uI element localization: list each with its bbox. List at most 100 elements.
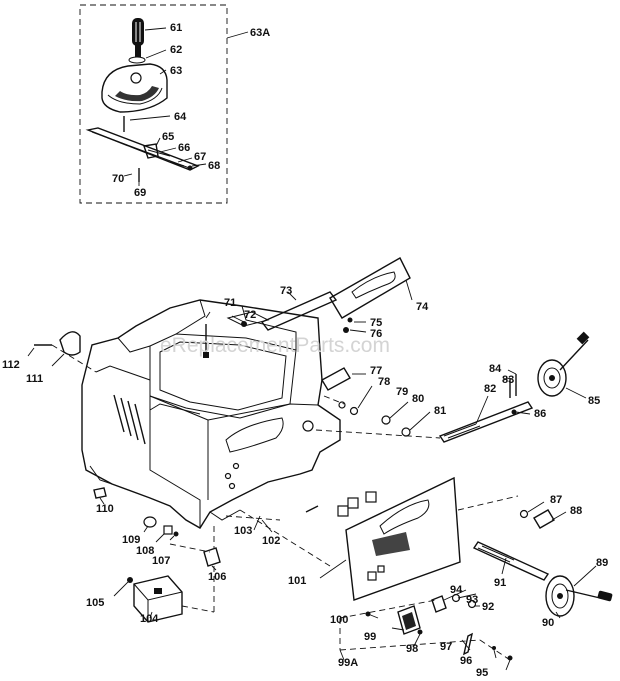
label-99A: 99A — [338, 657, 358, 669]
label-82: 82 — [484, 383, 496, 395]
label-87: 87 — [550, 494, 562, 506]
label-105: 105 — [86, 597, 104, 609]
label-94: 94 — [450, 584, 463, 596]
label-63: 63 — [170, 65, 182, 77]
label-102: 102 — [262, 535, 280, 547]
leader-lines — [27, 279, 597, 671]
part-102-plate-3 — [365, 491, 377, 503]
part-106-clip — [203, 547, 221, 567]
label-107: 107 — [152, 555, 170, 567]
part-73-strip — [260, 291, 338, 331]
label-68: 68 — [208, 160, 220, 172]
label-96: 96 — [460, 655, 472, 667]
label-108: 108 — [136, 545, 154, 557]
label-85: 85 — [588, 395, 600, 407]
label-76: 76 — [370, 328, 382, 340]
label-110: 110 — [96, 503, 114, 515]
label-81: 81 — [434, 405, 446, 417]
label-80: 80 — [412, 393, 424, 405]
label-90: 90 — [542, 617, 554, 629]
inset-label-63A: 63A — [250, 27, 270, 39]
label-79: 79 — [396, 386, 408, 398]
label-93: 93 — [466, 594, 478, 606]
part-79-nut — [349, 406, 359, 416]
label-62: 62 — [170, 44, 182, 56]
label-95: 95 — [476, 667, 488, 679]
saw-base-cabinet — [81, 299, 341, 529]
part-105-screw — [127, 577, 133, 583]
part-86-pin — [511, 409, 517, 415]
label-77: 77 — [370, 365, 382, 377]
label-66: 66 — [178, 142, 190, 154]
label-88: 88 — [570, 505, 582, 517]
part-77-bracket — [321, 367, 351, 391]
inset-dashed-box — [79, 4, 228, 204]
part-81-nut — [401, 427, 411, 437]
part-110-foot — [93, 487, 107, 499]
miter-screw-head — [187, 165, 193, 171]
label-104: 104 — [140, 613, 159, 625]
label-92: 92 — [482, 601, 494, 613]
part-104-switch-box — [133, 575, 183, 623]
part-82-elevation-shaft — [438, 401, 534, 443]
label-61: 61 — [170, 22, 182, 34]
label-72: 72 — [244, 309, 256, 321]
label-73: 73 — [280, 285, 292, 297]
part-109-strain-relief — [143, 516, 157, 528]
watermark-text: eReplacementParts.com — [160, 334, 390, 357]
part-71-screw — [203, 324, 209, 358]
part-76-screw — [343, 327, 349, 333]
label-100: 100 — [330, 614, 348, 626]
label-70: 70 — [112, 173, 124, 185]
label-99: 99 — [364, 631, 376, 643]
part-85-handwheel — [537, 331, 590, 397]
label-103: 103 — [234, 525, 252, 537]
label-65: 65 — [162, 131, 174, 143]
part-111-bracket — [59, 331, 81, 356]
part-75-screw — [347, 317, 353, 323]
label-86: 86 — [534, 408, 546, 420]
inset-miter-gauge-group — [79, 4, 249, 204]
label-101: 101 — [288, 575, 306, 587]
part-72-screw — [241, 321, 247, 327]
miter-clip — [143, 143, 171, 159]
part-91-bevel-shaft — [472, 541, 550, 581]
part-87-nut — [519, 509, 529, 519]
label-75: 75 — [370, 317, 382, 329]
label-91: 91 — [494, 577, 506, 589]
label-67: 67 — [194, 151, 206, 163]
label-64: 64 — [174, 111, 187, 123]
part-90-handwheel — [545, 575, 613, 617]
part-78-washer — [338, 401, 346, 409]
label-83: 83 — [502, 374, 514, 386]
part-88-clamp — [533, 509, 555, 529]
part-80-nut — [381, 415, 391, 425]
label-106: 106 — [208, 571, 226, 583]
part-108-clamp — [163, 525, 173, 535]
part-102-plate — [337, 505, 349, 517]
label-84: 84 — [489, 363, 502, 375]
part-102-plate-2 — [347, 497, 359, 509]
label-109: 109 — [122, 534, 140, 546]
miter-screw — [169, 161, 185, 167]
label-111: 111 — [26, 373, 43, 385]
part-99-switch — [397, 605, 421, 635]
label-97: 97 — [440, 641, 452, 653]
miter-washer — [128, 56, 146, 64]
part-97-key — [462, 632, 474, 656]
label-112: 112 — [2, 359, 20, 371]
part-92-nut — [467, 599, 477, 609]
label-98: 98 — [406, 643, 418, 655]
label-78: 78 — [378, 376, 390, 388]
part-labels: 63A 61 62 63 64 65 66 67 68 69 70 71 72 … — [2, 22, 608, 679]
label-89: 89 — [596, 557, 608, 569]
miter-gauge-body — [101, 63, 168, 113]
part-101-front-panel — [345, 476, 461, 601]
part-74-insert-plate — [329, 257, 411, 319]
label-71: 71 — [224, 297, 236, 309]
label-69: 69 — [134, 187, 146, 199]
miter-handle — [132, 18, 144, 57]
part-94-bracket — [431, 595, 447, 613]
inset-leader-63A — [226, 31, 249, 39]
label-74: 74 — [416, 301, 429, 313]
